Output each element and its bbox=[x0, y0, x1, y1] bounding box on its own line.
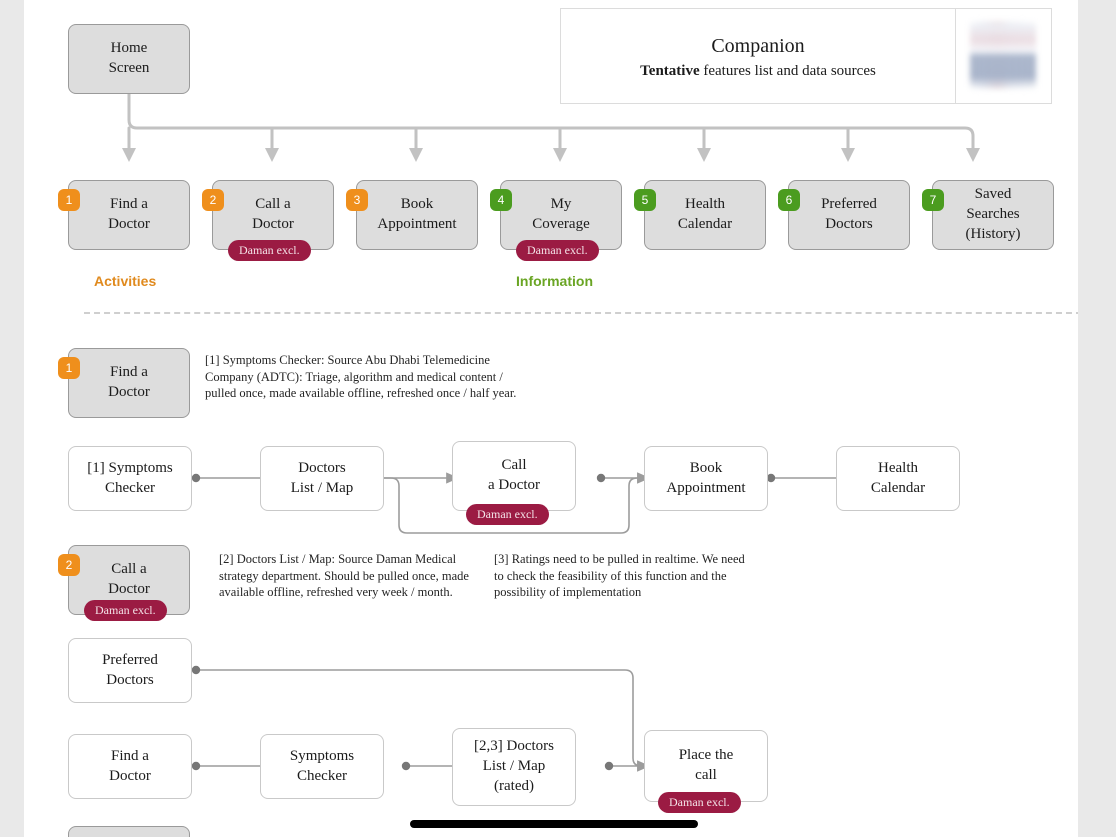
section-label-information: Information bbox=[516, 273, 593, 289]
diagram-page: Companion Tentative features list and da… bbox=[24, 0, 1078, 837]
blurred-preview-icon bbox=[970, 21, 1036, 89]
badge-feature-2: 2 bbox=[202, 189, 224, 211]
connector-lines bbox=[122, 92, 980, 772]
badge-feature-7: 7 bbox=[922, 189, 944, 211]
badge-feature-1: 1 bbox=[58, 189, 80, 211]
badge-detail-1: 1 bbox=[58, 357, 80, 379]
page-title: Companion bbox=[711, 34, 805, 57]
thumbnail-frame bbox=[955, 8, 1052, 104]
badge-detail-2: 2 bbox=[58, 554, 80, 576]
diagram-canvas: Companion Tentative features list and da… bbox=[24, 0, 1078, 837]
note-doctors-list-source: [2] Doctors List / Map: Source Daman Med… bbox=[219, 552, 469, 600]
note-symptoms-checker-source: [1] Symptoms Checker: Source Abu Dhabi T… bbox=[205, 353, 517, 401]
node-detail-next-partial[interactable] bbox=[68, 826, 190, 837]
section-divider bbox=[84, 312, 1078, 314]
horizontal-scrollbar[interactable] bbox=[410, 820, 698, 828]
section-label-activities: Activities bbox=[94, 273, 157, 289]
exclusion-pill-call-a-doctor: Daman excl. bbox=[228, 240, 311, 261]
badge-feature-3: 3 bbox=[346, 189, 368, 211]
page-subtitle: Tentative features list and data sources bbox=[640, 63, 876, 80]
exclusion-pill-flow1-call-a-doctor: Daman excl. bbox=[466, 504, 549, 525]
badge-feature-6: 6 bbox=[778, 189, 800, 211]
badge-feature-5: 5 bbox=[634, 189, 656, 211]
page-subtitle-bold: Tentative bbox=[640, 62, 700, 79]
exclusion-pill-my-coverage: Daman excl. bbox=[516, 240, 599, 261]
note-ratings-realtime: [3] Ratings need to be pulled in realtim… bbox=[494, 552, 745, 600]
badge-feature-4: 4 bbox=[490, 189, 512, 211]
exclusion-pill-place-the-call: Daman excl. bbox=[658, 792, 741, 813]
header-card: Companion Tentative features list and da… bbox=[560, 8, 956, 104]
exclusion-pill-detail-call-a-doctor: Daman excl. bbox=[84, 600, 167, 621]
page-subtitle-rest: features list and data sources bbox=[699, 62, 876, 79]
